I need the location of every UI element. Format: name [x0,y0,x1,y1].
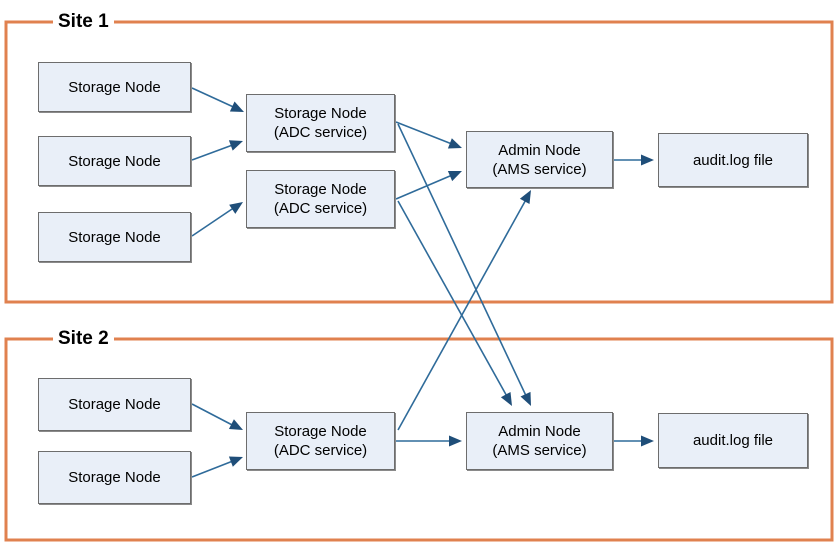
storage-node-box: Storage Node [38,378,191,431]
site-1-label: Site 1 [53,12,114,32]
edge-line [397,200,510,401]
edge-s1-sn-1-to-s1-adc-1 [191,87,244,112]
site-2-label: Site 2 [53,329,114,349]
arrow-head-icon [229,101,244,112]
node-label-primary: Storage Node [274,181,367,198]
edge-line [191,403,239,429]
edge-line [191,142,239,161]
node-label-primary: Storage Node [274,423,367,440]
storage-node-box: Storage Node [38,62,191,112]
node-label-secondary: (ADC service) [273,200,368,217]
edge-s2-adc-1-to-s2-admin [396,435,462,447]
arrow-head-icon [641,154,654,166]
edge-s1-sn-3-to-s1-adc-2 [191,202,243,237]
edge-line [397,123,529,401]
edge-s2-adc-1-to-s1-admin [397,190,531,431]
node-label-secondary: (ADC service) [273,124,368,141]
arrow-head-icon [228,419,243,430]
edge-s1-adc-1-to-s1-admin [395,121,462,149]
arrow-head-icon [447,138,462,149]
admin-node-ams-box: Admin Node(AMS service) [466,131,613,188]
storage-node-box: Storage Node [38,136,191,186]
storage-node-adc-box: Storage Node (ADC service) [246,170,395,228]
edge-line [397,195,529,431]
node-label-secondary: (AMS service) [492,160,587,178]
edge-s1-adc-2-to-s1-admin [395,171,462,200]
node-label-secondary: (AMS service) [492,442,587,459]
arrow-head-icon [228,140,243,151]
edge-line [191,87,241,111]
edge-line [191,204,239,237]
arrow-head-icon [519,190,531,205]
node-label-primary: Storage Node [68,78,161,96]
node-label-primary: Storage Node [274,105,367,122]
edge-line [395,121,458,147]
storage-node-box: Storage Node [38,212,191,262]
audit-log-file-box: audit.log file [658,413,808,468]
edge-s2-sn-1-to-s2-adc-1 [191,403,243,430]
edge-s1-admin-to-s1-audit [614,154,654,166]
edge-s1-sn-2-to-s1-adc-1 [191,140,243,161]
arrow-head-icon [520,391,531,406]
arrow-head-icon [449,435,462,447]
arrow-head-icon [447,171,462,182]
node-label-primary: audit.log file [692,432,774,449]
arrow-head-icon [229,202,243,214]
edge-s2-sn-2-to-s2-adc-1 [191,456,243,478]
node-label-primary: Storage Node [68,396,161,413]
node-label-primary: Admin Node [498,141,581,159]
edge-s1-adc-1-to-s2-admin [397,123,531,406]
edge-line [191,458,239,478]
edge-s1-adc-2-to-s2-admin [397,200,512,406]
storage-node-adc-box: Storage Node (ADC service) [246,94,395,152]
node-label-primary: Storage Node [68,469,161,486]
site-boundary-1 [4,20,834,304]
storage-node-adc-box: Storage Node (ADC service) [246,412,395,470]
node-label-primary: Admin Node [498,423,581,440]
node-label-primary: audit.log file [692,151,774,169]
storage-node-box: Storage Node [38,451,191,504]
site-boundary-2 [4,337,834,542]
node-label-primary: Storage Node [68,228,161,246]
audit-log-file-box: audit.log file [658,133,808,187]
admin-node-ams-box: Admin Node (AMS service) [466,412,613,470]
arrow-head-icon [228,456,243,467]
edge-s2-admin-to-s2-audit [614,435,654,447]
arrow-head-icon [500,391,512,406]
node-label-secondary: (ADC service) [273,442,368,459]
node-label-primary: Storage Node [68,152,161,170]
arrow-head-icon [641,435,654,447]
